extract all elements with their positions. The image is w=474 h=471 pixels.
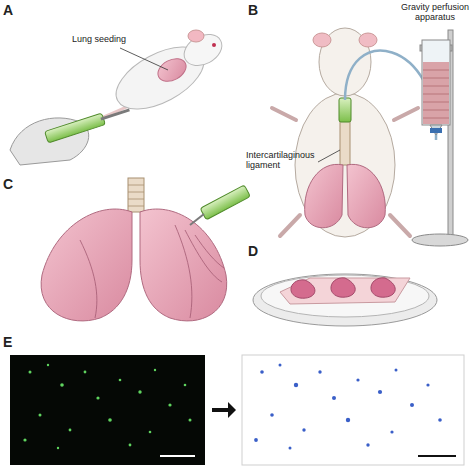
leader-line [120,48,168,70]
leader-line [318,150,340,162]
mouse-eye [212,43,216,47]
petri-dish [253,274,437,326]
rat-lung [347,164,385,227]
fluorescent-cells [23,364,191,449]
trachea [128,178,144,212]
mouse-ear [188,30,204,42]
fluorescence-image [10,355,205,465]
callout-label: Gravity perfusion apparatus [398,2,472,23]
callout-label: Intercartilaginous ligament [246,150,320,171]
right-lung [140,209,227,321]
callout-label: Lung seeding [72,34,142,44]
segmented-image [242,355,464,465]
petri-dish-inner [261,275,429,317]
arrow [212,402,236,418]
culture-pad [280,278,410,304]
cannula [339,98,351,122]
stopcock [430,128,442,133]
reservoir-tip [430,125,442,135]
rat-body [295,93,395,237]
scale-bar [418,455,456,457]
panel-letter: B [248,2,268,18]
reservoir [422,40,450,125]
scale-bar [160,455,195,457]
needle [190,214,204,225]
graduation-marks [423,70,449,118]
rat-paws [272,108,418,236]
perfusate [423,62,449,124]
lung-slice [291,280,315,298]
panel-letter: E [3,334,23,350]
stand-base [412,234,468,246]
syringe [45,113,106,143]
mouse-lung [154,54,190,86]
rat-ear [313,33,331,47]
rat-lung [305,164,343,227]
cartilage-rings [128,185,144,206]
syringe [200,185,250,220]
left-lung [41,209,132,321]
panel-letter: D [248,243,268,259]
needle [100,108,129,120]
lobe-lines [175,225,224,318]
segmented-cells [254,364,442,450]
lung-slice [371,278,395,297]
rat-ear [359,33,377,47]
lobe-lines [80,240,97,318]
panel-letter: C [3,176,23,192]
lung-slice [331,278,355,297]
panel-letter: A [3,2,23,18]
